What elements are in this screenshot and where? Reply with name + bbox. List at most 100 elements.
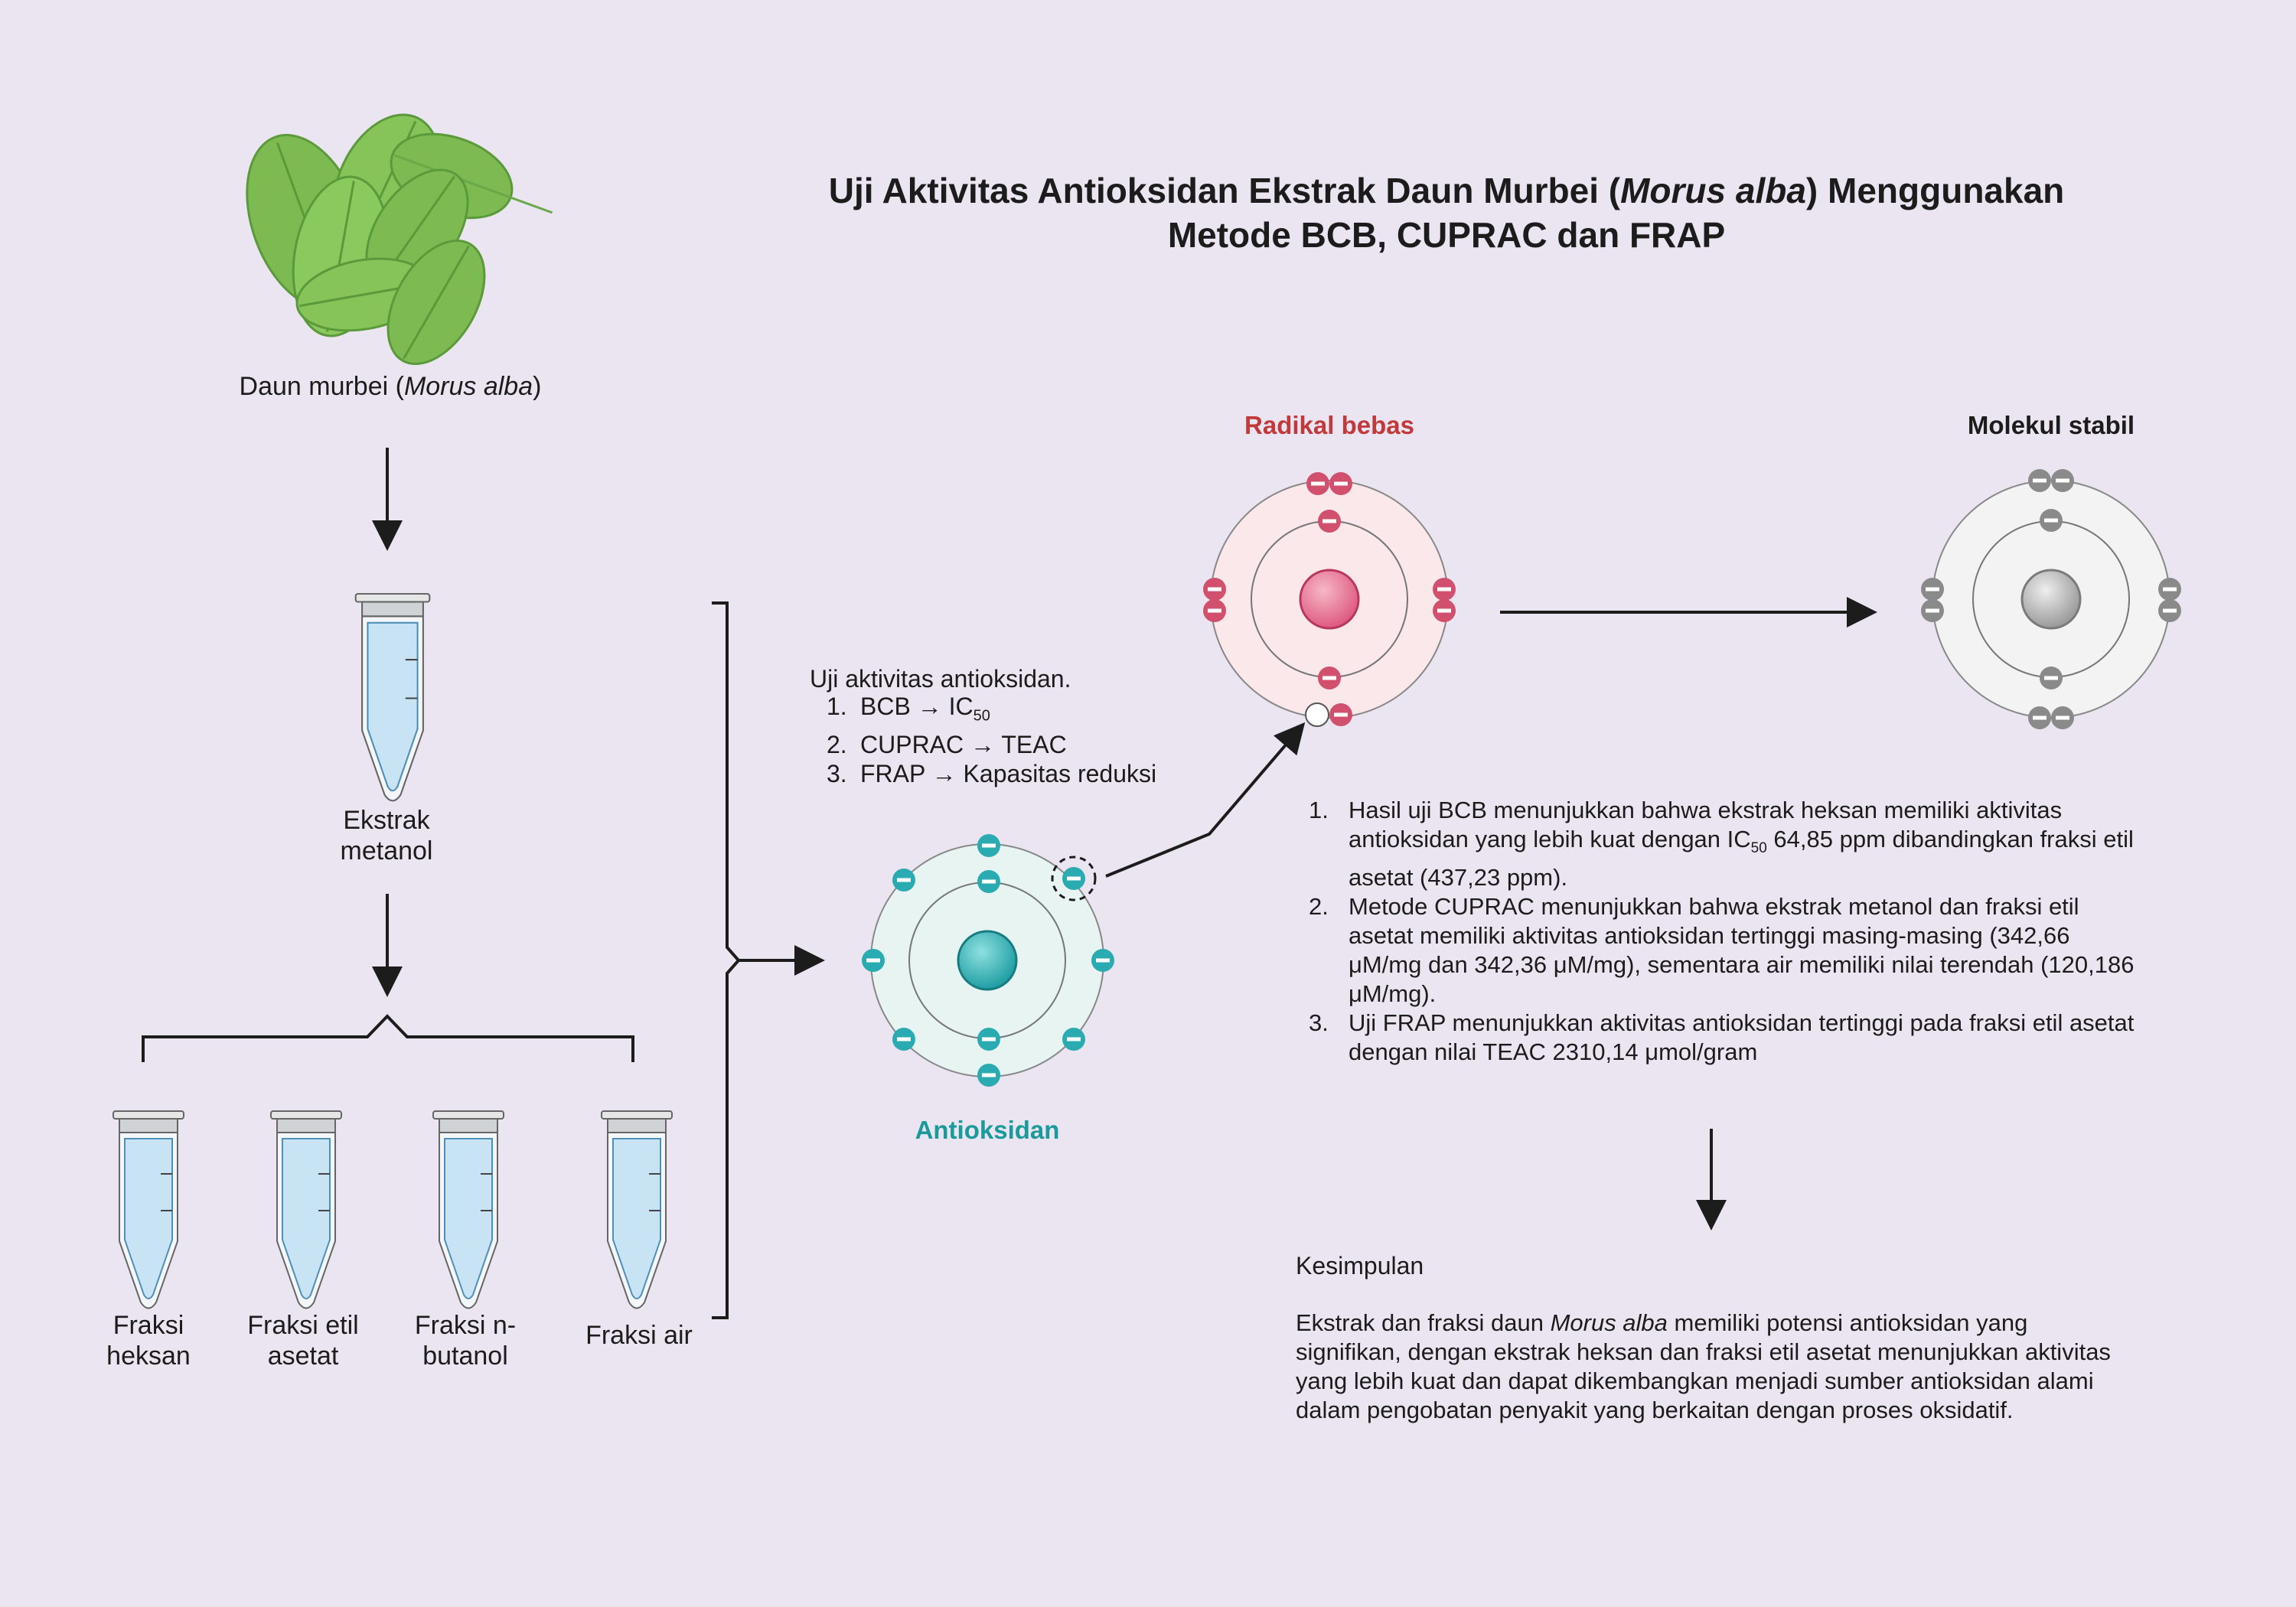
fraction-label-line-2: asetat <box>267 1341 339 1371</box>
title-line-2: Metode BCB, CUPRAC dan FRAP <box>1167 215 1726 255</box>
electron-minus-sign <box>866 958 880 963</box>
assay-item-frap: 3. FRAP → Kapasitas reduksi <box>827 759 1156 788</box>
electron-minus-sign <box>1322 519 1336 523</box>
methanol-extract-tube <box>354 592 431 802</box>
conclusion-species: Morus alba <box>1550 1309 1668 1336</box>
butanol-fraction-tube <box>432 1110 504 1309</box>
electron-minus-sign <box>1067 876 1081 881</box>
antioxidant-atom <box>870 843 1104 1077</box>
result-text: Uji FRAP menunjukkan aktivitas antioksid… <box>1349 1009 2135 1066</box>
extract-caption: Ekstrak metanol <box>298 805 475 866</box>
ethyl-acetate-fraction-tube <box>270 1110 342 1309</box>
electron-minus-sign <box>982 843 996 848</box>
result-item-bcb: 1. Hasil uji BCB menunjukkan bahwa ekstra… <box>1309 796 2135 892</box>
electron-minus-sign <box>1334 712 1348 717</box>
electron-minus-sign <box>897 878 911 882</box>
fraction-label-line-1: Fraksi n- <box>414 1311 517 1340</box>
title-text: Uji Aktivitas Antioksidan Ekstrak Daun M… <box>828 171 1621 210</box>
result-number: 2. <box>1309 893 1329 921</box>
electron-minus-sign <box>897 1037 911 1041</box>
result-number: 1. <box>1309 797 1329 823</box>
stable-electrons <box>1921 469 2181 729</box>
leaf-caption: Daun murbei (Morus alba) <box>199 371 582 402</box>
electron-minus-sign <box>2056 715 2069 720</box>
conclusion-text-start: Ekstrak dan fraksi daun <box>1296 1309 1551 1336</box>
fraction-label-hexane: Fraksi heksan <box>60 1310 236 1371</box>
antioxidant-electrons <box>862 834 1114 1087</box>
result-text: Hasil uji BCB menunjukkan bahwa ekstrak … <box>1349 796 2135 892</box>
assay-item-text: CUPRAC → TEAC <box>860 731 1067 759</box>
electron-minus-sign <box>1437 587 1451 592</box>
electron-minus-sign <box>1311 481 1325 486</box>
assay-item-number: 1. <box>827 693 847 720</box>
electron-minus-sign <box>1208 608 1221 613</box>
assay-item-text: BCB → IC <box>860 693 974 720</box>
assay-item-subscript: 50 <box>973 707 990 725</box>
electron-minus-sign <box>2044 676 2058 680</box>
radical-electrons <box>1203 472 1456 726</box>
mulberry-leaves-illustration <box>246 113 553 366</box>
fraction-label-butanol: Fraksi n- butanol <box>377 1310 553 1371</box>
conclusion-body: Ekstrak dan fraksi daun Morus alba memil… <box>1296 1309 2138 1425</box>
fraction-label-line-2: butanol <box>422 1341 508 1371</box>
electron-minus-sign <box>982 1073 996 1077</box>
stable-molecule-label: Molekul stabil <box>1967 411 2135 439</box>
result-text: Metode CUPRAC menunjukkan bahwa ekstrak … <box>1349 893 2135 1008</box>
leaf-caption-end: ) <box>533 372 542 401</box>
result-text-end: 64,85 ppm dibandingkan fraksi etil aseta… <box>1349 826 2134 892</box>
title-text-end: ) Menggunakan <box>1805 171 2065 210</box>
results-list: 1. Hasil uji BCB menunjukkan bahwa ekstra… <box>1309 796 2135 1067</box>
extract-caption-line-1: Ekstrak <box>343 806 430 835</box>
fraction-branch-connector <box>142 1014 634 1062</box>
electron-minus-sign <box>1926 587 1939 592</box>
electron-minus-sign <box>1067 1037 1081 1041</box>
fraction-label-line-1: Fraksi air <box>585 1321 693 1350</box>
fraction-label-line-1: Fraksi <box>113 1311 184 1340</box>
electron-minus-sign <box>2163 608 2177 613</box>
fraction-label-line-2: heksan <box>106 1341 191 1371</box>
free-radical-label: Radikal bebas <box>1244 411 1414 439</box>
assay-method-list: 1. BCB → IC50 2. CUPRAC → TEAC 3. FRAP → Ka… <box>827 692 1156 788</box>
title-species: Morus alba <box>1620 171 1806 210</box>
result-item-cuprac: 2. Metode CUPRAC menunjukkan bahwa ekstra… <box>1309 892 2135 1009</box>
conclusion-text-end: memiliki potensi antioksidan yang signif… <box>1296 1309 2111 1423</box>
electron-minus-sign <box>1437 608 1451 613</box>
electron-minus-sign <box>982 879 996 884</box>
title-line-1: Uji Aktivitas Antioksidan Ekstrak Daun M… <box>765 168 2128 213</box>
electron-minus-sign <box>2033 478 2047 483</box>
leaf-caption-species: Morus alba <box>403 372 533 401</box>
fractions-bracket <box>712 601 741 1319</box>
fraction-label-water: Fraksi air <box>551 1320 727 1351</box>
electron-minus-sign <box>1208 587 1221 592</box>
assay-item-bcb: 1. BCB → IC50 <box>827 692 1156 730</box>
water-fraction-tube <box>601 1110 673 1309</box>
extract-caption-line-2: metanol <box>340 836 433 865</box>
assay-item-cuprac: 2. CUPRAC → TEAC <box>827 730 1156 759</box>
result-text-start: Hasil uji BCB menunjukkan bahwa ekstrak … <box>1349 797 2063 852</box>
fraction-label-line-1: Fraksi etil <box>247 1311 359 1340</box>
electron-minus-sign <box>982 1037 996 1041</box>
result-number: 3. <box>1309 1009 1329 1037</box>
electron-minus-sign <box>1334 481 1348 486</box>
result-item-frap: 3. Uji FRAP menunjukkan aktivitas antioks… <box>1309 1009 2135 1067</box>
assay-item-number: 2. <box>827 731 847 759</box>
assay-item-text: FRAP → Kapasitas reduksi <box>860 760 1157 788</box>
page-title: Uji Aktivitas Antioksidan Ekstrak Daun M… <box>765 168 2128 257</box>
electron-minus-sign <box>1926 608 1939 613</box>
assay-heading: Uji aktivitas antioksidan. <box>810 665 1071 693</box>
leaf-caption-text: Daun murbei ( <box>239 372 404 401</box>
result-subscript: 50 <box>1750 840 1767 857</box>
electron-minus-sign <box>2056 478 2069 483</box>
electron-minus-sign <box>1322 676 1336 680</box>
hexane-fraction-tube <box>113 1110 184 1309</box>
electron-minus-sign <box>1096 958 1110 963</box>
electron-minus-sign <box>2033 715 2047 720</box>
fraction-label-ethyl-acetate: Fraksi etil asetat <box>215 1310 391 1371</box>
antioxidant-label: Antioksidan <box>915 1116 1060 1144</box>
electron-minus-sign <box>2163 587 2177 592</box>
arrow-electron-donation <box>1105 722 1306 878</box>
conclusion-heading: Kesimpulan <box>1296 1252 1424 1279</box>
assay-item-number: 3. <box>827 760 847 788</box>
electron-minus-sign <box>2044 518 2058 523</box>
